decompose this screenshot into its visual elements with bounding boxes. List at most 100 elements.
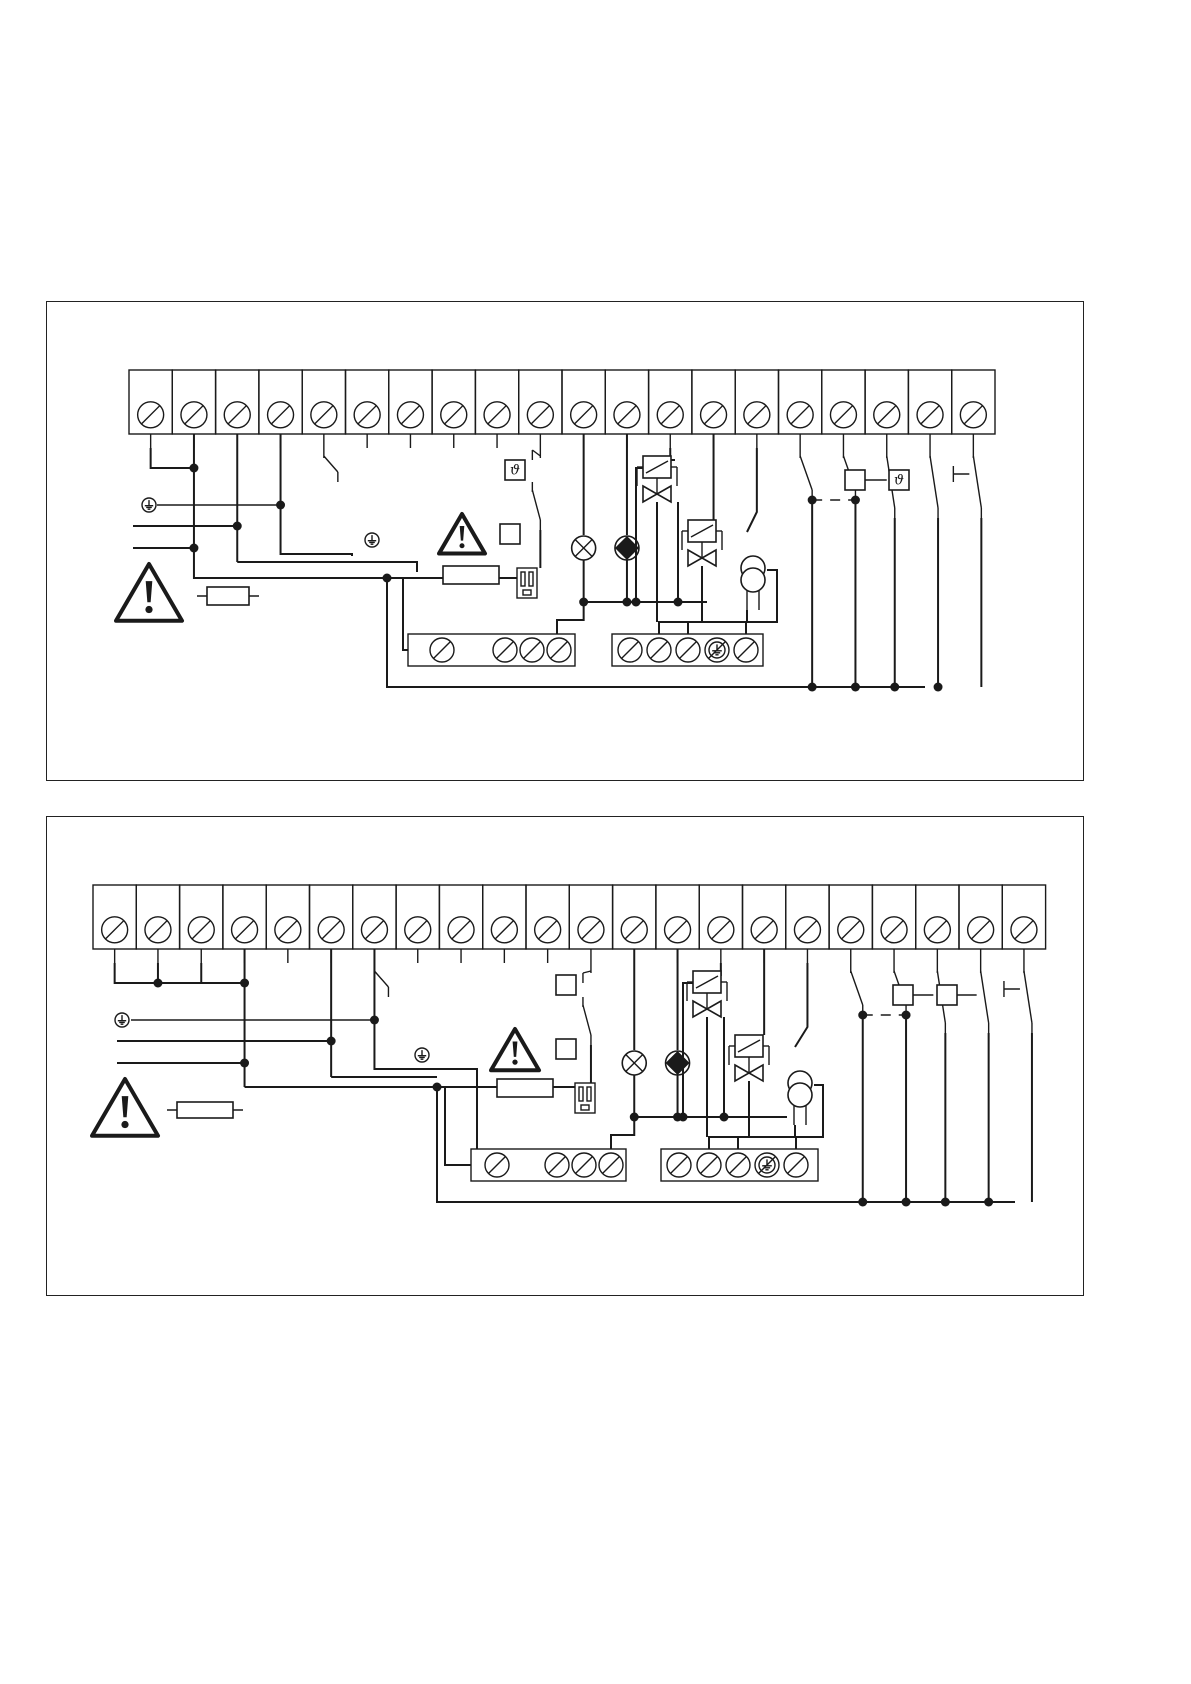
screw-slot (192, 920, 211, 939)
wire (387, 578, 408, 650)
screw-slot (495, 920, 514, 939)
transformer-winding (788, 1083, 812, 1107)
screw-terminal-icon (657, 402, 683, 428)
screw-slot (841, 920, 860, 939)
warning-triangle-icon (439, 514, 485, 554)
wire (795, 963, 807, 1047)
screw-slot (235, 920, 254, 939)
screw-slot (650, 641, 667, 658)
connector-body (575, 1083, 595, 1113)
switch-contact-icon (583, 963, 591, 983)
switch-contact-icon (374, 963, 388, 997)
screw-terminal-icon (318, 917, 344, 943)
earth-ground-icon (709, 642, 725, 658)
thermostat-glyph: ϑ (894, 472, 904, 488)
screw-terminal-icon (397, 402, 423, 428)
wire (981, 971, 989, 1023)
warning-dot (459, 543, 464, 548)
screw-terminal-icon (545, 1153, 569, 1177)
screw-slot (322, 920, 341, 939)
screw-slot (185, 405, 204, 424)
ignition-transformer-icon (788, 1071, 812, 1125)
transformer-leads (747, 590, 759, 610)
screw-slot (141, 405, 160, 424)
junction-dot (934, 683, 943, 692)
wire (374, 1020, 477, 1149)
screw-terminal-icon (188, 917, 214, 943)
wire (688, 610, 747, 634)
junction-dot (808, 683, 817, 692)
screw-slot (401, 405, 420, 424)
screw-terminal-icon (647, 638, 671, 662)
thermostat-icon: ϑ (889, 470, 909, 490)
switch-contact-icon (973, 448, 981, 518)
wire (1024, 971, 1032, 1023)
plug-connector-icon (517, 568, 537, 598)
wire (747, 448, 757, 532)
fuse-body (207, 587, 249, 605)
diagram-1-wiring: ϑϑ (116, 434, 981, 692)
plug-connector-icon (575, 1083, 595, 1113)
screw-slot (798, 920, 817, 939)
screw-slot (791, 405, 810, 424)
switch-contact-icon (930, 448, 938, 518)
screw-terminal-icon (744, 402, 770, 428)
junction-dot (851, 683, 860, 692)
wire (445, 1087, 471, 1165)
connector-pin (521, 572, 525, 586)
screw-terminal-icon (572, 1153, 596, 1177)
screw-slot (971, 920, 990, 939)
fuse-icon (443, 566, 499, 584)
relay-coil-icon-box (556, 975, 576, 995)
relay-coil-icon (500, 524, 520, 544)
wire (324, 456, 338, 472)
screw-slot (704, 405, 723, 424)
relay-coil-icon-box (845, 470, 865, 490)
screw-slot (668, 920, 687, 939)
fuse-icon (197, 587, 259, 605)
junction-dot (941, 1198, 950, 1207)
screw-slot (271, 405, 290, 424)
warning-bar (122, 1096, 129, 1117)
wire (636, 468, 643, 602)
screw-terminal-icon (665, 917, 691, 943)
lower-block-frame (408, 634, 575, 666)
warning-bar (513, 1041, 518, 1056)
lamp-icon (572, 536, 596, 560)
screw-terminal-icon (751, 917, 777, 943)
switch-contact-icon (851, 963, 863, 1015)
junction-dot (240, 1059, 249, 1068)
junction-dot (622, 598, 631, 607)
wire (973, 456, 981, 508)
screw-slot (755, 920, 774, 939)
screw-slot (700, 1156, 717, 1173)
screw-terminal-icon (726, 1153, 750, 1177)
warning-triangle-icon (92, 1079, 158, 1136)
screw-terminal-icon (527, 402, 553, 428)
screw-slot (737, 641, 754, 658)
relay-coil-icon-box (556, 1039, 576, 1059)
screw-slot (408, 920, 427, 939)
screw-slot (602, 1156, 619, 1173)
fuse-body (443, 566, 499, 584)
screw-terminal-icon (621, 917, 647, 943)
screw-slot (365, 920, 384, 939)
screw-slot (105, 920, 124, 939)
screw-terminal-icon (697, 1153, 721, 1177)
screw-slot (358, 405, 377, 424)
thermostat-icon: ϑ (505, 460, 525, 480)
lamp-icon (666, 1051, 690, 1075)
solenoid-valve-icon (682, 520, 722, 566)
screw-terminal-icon (614, 402, 640, 428)
wire (281, 505, 352, 556)
screw-terminal-icon (232, 917, 258, 943)
wire (800, 456, 812, 490)
screw-slot (921, 405, 940, 424)
wire (583, 1005, 591, 1035)
screw-slot (278, 920, 297, 939)
screw-slot (834, 405, 853, 424)
screw-slot (679, 641, 696, 658)
screw-terminal-icon (361, 917, 387, 943)
wiring-diagram-2-canvas (47, 817, 1085, 1297)
screw-terminal-icon (441, 402, 467, 428)
